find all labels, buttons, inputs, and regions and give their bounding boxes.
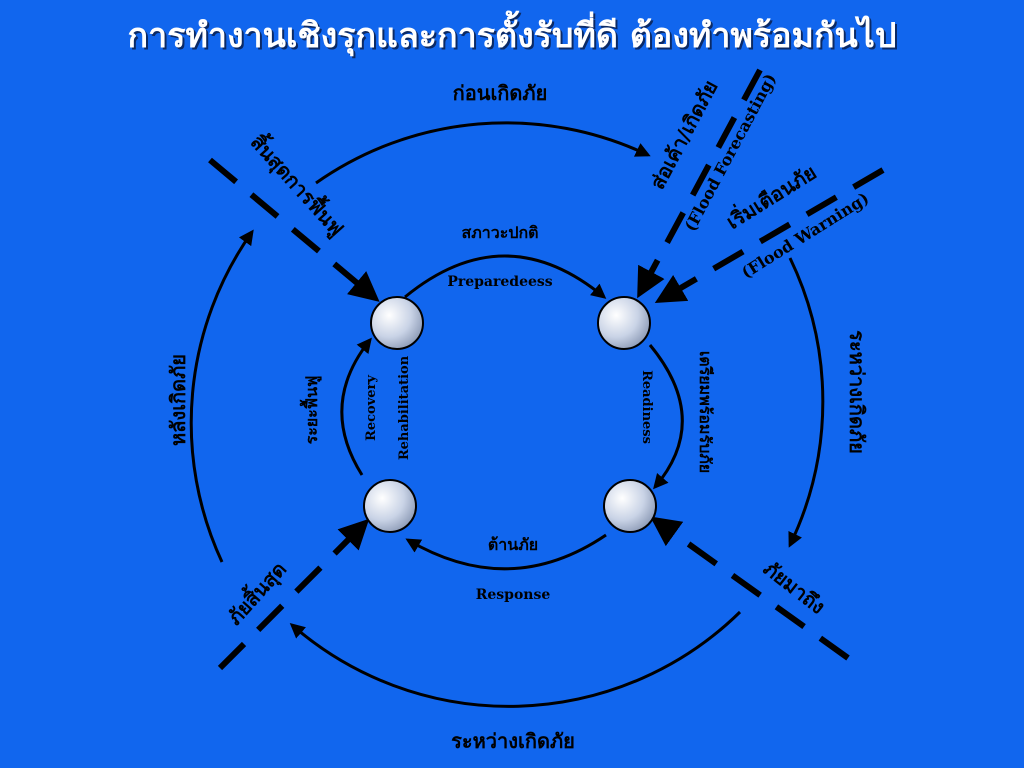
- inner-arrow-top: [404, 254, 607, 299]
- label-arrived: ภัยมาถึง: [759, 556, 830, 619]
- label-readiness-en: Readiness: [639, 370, 654, 444]
- label-recovery-en2: Rehabilitation: [397, 355, 412, 460]
- label-recovery-end: สิ้นสุดการฟื้นฟู: [244, 128, 351, 242]
- inner-arrow-right: [648, 344, 684, 490]
- label-during-right: ระหว่างเกิดภัย: [845, 330, 869, 454]
- label-recovery-en1: Recovery: [364, 375, 379, 441]
- outer-arrow-right: [788, 257, 825, 548]
- dash-lower-left: [217, 518, 370, 671]
- label-before-disaster: ก่อนเกิดภัย: [453, 81, 548, 105]
- label-warning-th: เริ่มเตือนภัย: [720, 158, 820, 235]
- node-recovery: [370, 296, 424, 350]
- label-normal-en: Preparedeess: [447, 274, 552, 290]
- outer-arrow-top: [315, 121, 651, 185]
- node-normal: [597, 296, 651, 350]
- dash-upper-left: [208, 157, 380, 302]
- label-recovery-th: ระยะฟื้นฟู: [299, 376, 323, 445]
- dash-lower-right: [650, 516, 850, 661]
- dash-forecast: [637, 68, 763, 299]
- inner-arrow-bottom: [405, 533, 607, 571]
- outer-arrow-left: [189, 229, 254, 563]
- slide-title: การทำงานเชิงรุกและการตั้งรับที่ดี ต้องทำ…: [127, 16, 897, 56]
- node-response: [363, 479, 417, 533]
- label-readiness-th: เตรียมพร้อมรับภัย: [696, 351, 715, 473]
- dash-warning: [654, 167, 885, 304]
- label-normal-th: สภาวะปกติ: [461, 223, 538, 242]
- inner-arrow-left: [340, 337, 372, 476]
- label-during-bottom: ระหว่างเกิดภัย: [451, 729, 575, 753]
- outer-arrow-bottom: [289, 610, 742, 708]
- label-ended: ภัยสิ้นสุด: [220, 555, 292, 630]
- label-response-en: Response: [476, 587, 551, 603]
- node-readiness: [603, 479, 657, 533]
- label-after-disaster: หลังเกิดภัย: [166, 354, 190, 446]
- label-response-th: ต้านภัย: [488, 535, 538, 554]
